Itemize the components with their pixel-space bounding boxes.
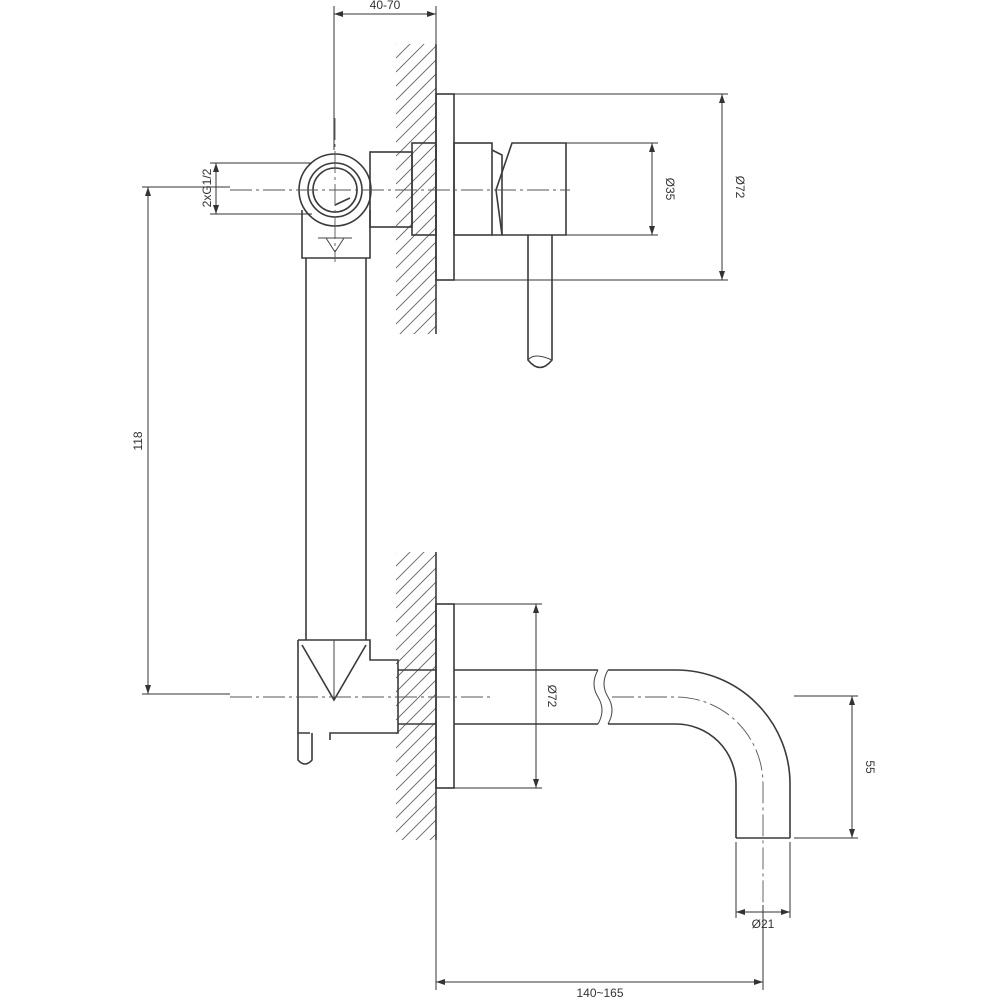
hatch-line [396, 552, 411, 567]
dim-inlet-spacing: 118 [131, 186, 230, 695]
hatch-line [396, 553, 436, 595]
hatch-line [396, 87, 436, 129]
hatch-line [396, 354, 436, 394]
hatch-line [396, 45, 436, 87]
dim-upper-plate-diameter-label: Ø72 [733, 176, 747, 199]
dim-spout-projection: 140~165 [435, 840, 764, 1000]
hatch-line [396, 552, 425, 581]
dim-upper-plate-diameter: Ø72 [454, 93, 747, 281]
upper-mounting-plate [435, 93, 455, 281]
hatch-line [396, 749, 436, 791]
hatch-line [396, 637, 436, 679]
hatch-line [396, 185, 436, 227]
hatch-line [396, 143, 436, 185]
dim-mixer-diameter: Ø35 [566, 142, 677, 236]
dim-spout-projection-label: 140~165 [576, 986, 623, 1000]
hatch-line [396, 199, 436, 241]
hatch-line [396, 255, 436, 297]
lower-mounting-plate [435, 603, 455, 789]
hatch-line [396, 862, 436, 902]
hatch-line [399, 297, 436, 334]
hatch-line [396, 44, 411, 59]
hatch-line [396, 368, 436, 408]
hatch-line [396, 101, 436, 143]
hatch-line [396, 721, 436, 763]
hatch-line [396, 241, 436, 283]
dim-wall-depth-label: 40-70 [370, 0, 401, 12]
hatch-line [396, 609, 436, 651]
hatch-line [396, 651, 436, 693]
hatch-line [396, 59, 436, 101]
hatch-line [396, 763, 436, 805]
hatch-line [396, 269, 436, 311]
spout-pipe [398, 669, 791, 905]
hatch-line [396, 848, 436, 888]
hatch-line [396, 115, 436, 157]
dim-mixer-diameter-label: Ø35 [663, 178, 677, 201]
hatch-line [396, 171, 436, 213]
lower-inlet-elbow [297, 639, 399, 765]
dim-inlet-spacing-label: 118 [131, 431, 145, 450]
centerlines [230, 118, 570, 698]
wall-section-lower [396, 552, 437, 916]
hatch-line [396, 213, 436, 255]
dim-lower-plate-diameter-label: Ø72 [545, 685, 559, 708]
hatch-line [396, 679, 436, 721]
mixer-lever-handle [527, 235, 553, 369]
dim-spout-drop-label: 55 [863, 760, 877, 774]
hatch-line [427, 325, 436, 334]
hatch-line [396, 44, 425, 73]
hatch-line [396, 552, 397, 553]
hatch-line [396, 595, 436, 637]
dim-inlet-thread-label: 2xG1/2 [200, 168, 214, 207]
hatch-line [396, 623, 436, 665]
hatch-line [396, 665, 436, 707]
hatch-line [396, 581, 436, 623]
hatch-line [396, 157, 436, 199]
hatch-line [396, 44, 397, 45]
hatch-line [396, 129, 436, 171]
hatch-line [401, 805, 436, 840]
hatch-line [396, 707, 436, 749]
hatch-line [413, 311, 436, 334]
upper-valve-connector [369, 142, 437, 236]
wall-section-upper [396, 44, 437, 408]
dim-inlet-thread: 2xG1/2 [200, 162, 312, 215]
dim-lower-plate-diameter: Ø72 [454, 603, 559, 789]
hatch-line [396, 735, 436, 777]
hatch-line [415, 819, 436, 840]
hatch-line [396, 567, 436, 609]
hatch-line [396, 876, 436, 916]
hatch-line [396, 791, 436, 833]
dim-wall-depth: 40-70 [333, 0, 437, 150]
hatch-line [396, 340, 436, 380]
hatch-line [396, 283, 436, 325]
riser-pipe [305, 258, 367, 640]
dim-spout-drop: 55 [794, 695, 877, 839]
hatch-line [396, 693, 436, 735]
mixer-body [453, 142, 567, 236]
hatch-line [396, 73, 436, 115]
hatch-line [396, 777, 436, 819]
